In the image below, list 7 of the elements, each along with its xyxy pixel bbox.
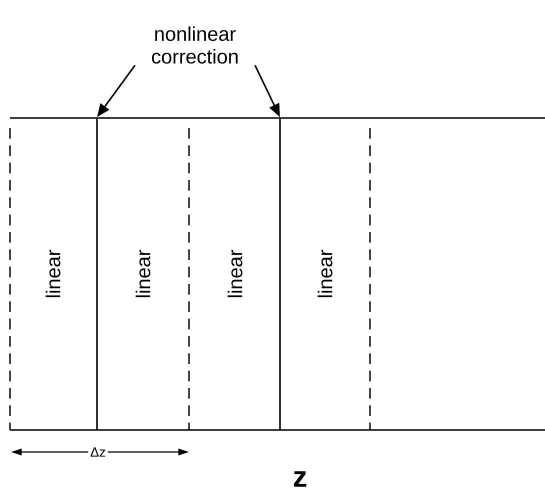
annotation-text: nonlinear correction	[152, 26, 238, 64]
slab-label: linear	[46, 250, 60, 298]
slab-label: linear	[318, 250, 332, 298]
dimension-label: Δz	[88, 445, 108, 459]
slab-label: linear	[228, 250, 242, 298]
slab-label: linear	[136, 250, 150, 298]
axis-label: z	[294, 471, 306, 487]
